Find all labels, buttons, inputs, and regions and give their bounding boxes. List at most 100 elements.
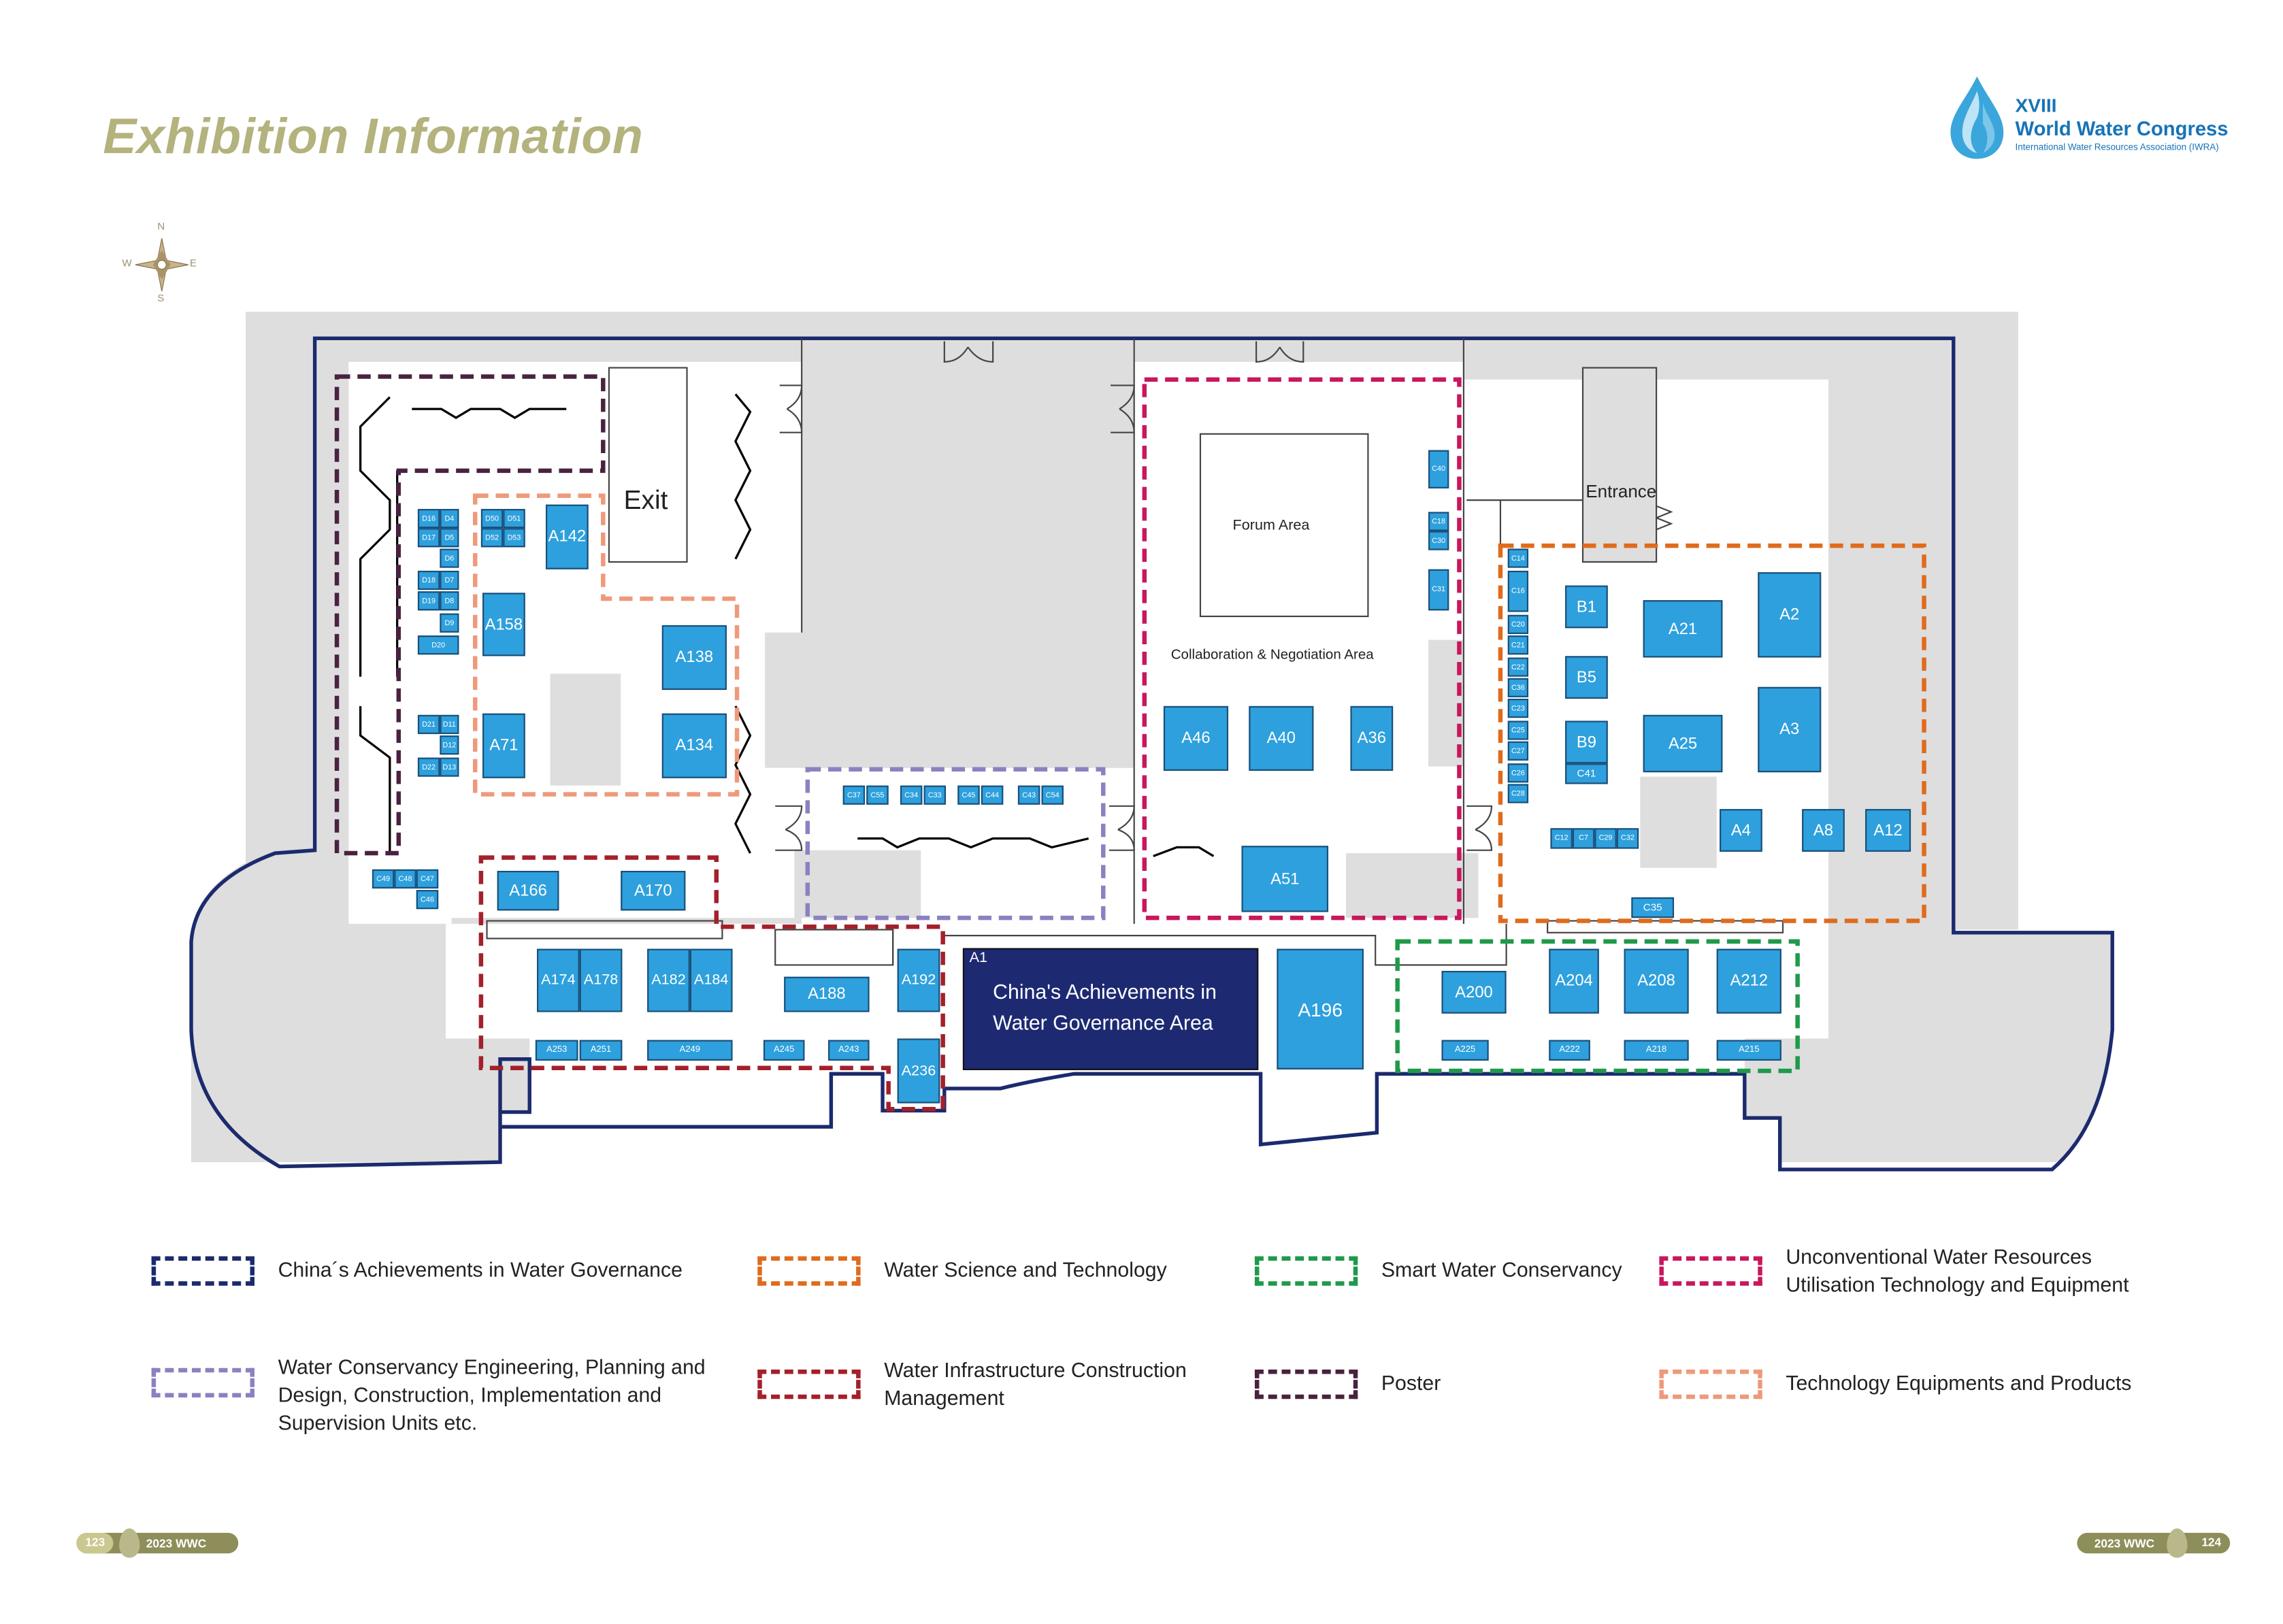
booth-a236[interactable]: A236 bbox=[897, 1038, 940, 1104]
booth-c27[interactable]: C27 bbox=[1507, 741, 1529, 761]
booth-d4[interactable]: D4 bbox=[440, 509, 459, 529]
booth-a170[interactable]: A170 bbox=[621, 870, 686, 911]
booth-a192[interactable]: A192 bbox=[897, 948, 940, 1012]
booth-a158[interactable]: A158 bbox=[482, 593, 525, 657]
booth-c32[interactable]: C32 bbox=[1616, 828, 1639, 849]
booth-a166[interactable]: A166 bbox=[497, 870, 559, 911]
booth-a25[interactable]: A25 bbox=[1643, 714, 1723, 773]
booth-a182[interactable]: A182 bbox=[647, 948, 690, 1012]
booth-c54[interactable]: C54 bbox=[1041, 785, 1064, 805]
booth-c55[interactable]: C55 bbox=[866, 785, 889, 805]
booth-a71[interactable]: A71 bbox=[482, 713, 525, 778]
booth-d20[interactable]: D20 bbox=[417, 635, 459, 655]
booth-c47[interactable]: C47 bbox=[416, 869, 439, 889]
booth-d17[interactable]: D17 bbox=[417, 528, 440, 548]
booth-c14[interactable]: C14 bbox=[1507, 548, 1529, 568]
footer-left: 123 2023 WWC bbox=[76, 1528, 239, 1558]
booth-d11[interactable]: D11 bbox=[440, 714, 459, 734]
booth-a200[interactable]: A200 bbox=[1441, 971, 1507, 1014]
booth-c22[interactable]: C22 bbox=[1507, 657, 1529, 677]
booth-c41[interactable]: C41 bbox=[1565, 763, 1608, 784]
booth-a178[interactable]: A178 bbox=[579, 948, 623, 1012]
booth-c20[interactable]: C20 bbox=[1507, 614, 1529, 634]
booth-d13[interactable]: D13 bbox=[440, 757, 459, 777]
booth-c28[interactable]: C28 bbox=[1507, 784, 1529, 803]
booth-a174[interactable]: A174 bbox=[537, 948, 580, 1012]
booth-a222[interactable]: A222 bbox=[1549, 1040, 1590, 1061]
booth-d7[interactable]: D7 bbox=[440, 570, 459, 591]
booth-c44[interactable]: C44 bbox=[981, 785, 1004, 805]
booth-a36[interactable]: A36 bbox=[1350, 706, 1394, 771]
booth-c26[interactable]: C26 bbox=[1507, 763, 1529, 783]
booth-c7[interactable]: C7 bbox=[1572, 828, 1595, 849]
booth-a253[interactable]: A253 bbox=[535, 1040, 578, 1061]
leaf-icon bbox=[2166, 1528, 2187, 1558]
booth-a8[interactable]: A8 bbox=[1802, 809, 1845, 852]
booth-d9[interactable]: D9 bbox=[440, 613, 459, 633]
booth-d51[interactable]: D51 bbox=[503, 509, 525, 529]
booth-a46[interactable]: A46 bbox=[1163, 706, 1229, 771]
booth-c34[interactable]: C34 bbox=[900, 785, 923, 805]
booth-a12[interactable]: A12 bbox=[1865, 809, 1911, 852]
booth-d5[interactable]: D5 bbox=[440, 528, 459, 548]
booth-a4[interactable]: A4 bbox=[1720, 809, 1762, 852]
booth-c49[interactable]: C49 bbox=[372, 869, 395, 889]
booth-c30[interactable]: C30 bbox=[1428, 531, 1449, 550]
booth-d12[interactable]: D12 bbox=[440, 735, 459, 755]
booth-c43[interactable]: C43 bbox=[1017, 785, 1040, 805]
booth-a184[interactable]: A184 bbox=[689, 948, 733, 1012]
booth-a251[interactable]: A251 bbox=[579, 1040, 623, 1061]
booth-a196[interactable]: A196 bbox=[1277, 948, 1364, 1070]
booth-a245[interactable]: A245 bbox=[763, 1040, 805, 1061]
booth-b1[interactable]: B1 bbox=[1565, 585, 1608, 629]
booth-a243[interactable]: A243 bbox=[828, 1040, 870, 1061]
booth-a215[interactable]: A215 bbox=[1716, 1040, 1781, 1061]
booth-c25[interactable]: C25 bbox=[1507, 720, 1529, 740]
booth-a40[interactable]: A40 bbox=[1249, 706, 1314, 771]
compass-south: S bbox=[157, 294, 165, 305]
booth-a204[interactable]: A204 bbox=[1549, 948, 1599, 1014]
booth-a218[interactable]: A218 bbox=[1624, 1040, 1689, 1061]
booth-a134[interactable]: A134 bbox=[661, 713, 727, 778]
booth-d16[interactable]: D16 bbox=[417, 509, 440, 529]
booth-a51[interactable]: A51 bbox=[1241, 846, 1329, 912]
booth-a138[interactable]: A138 bbox=[661, 625, 727, 691]
booth-c48[interactable]: C48 bbox=[394, 869, 416, 889]
booth-c35[interactable]: C35 bbox=[1631, 897, 1675, 918]
booth-a212[interactable]: A212 bbox=[1716, 948, 1781, 1014]
booth-a188[interactable]: A188 bbox=[784, 976, 870, 1012]
booth-c40[interactable]: C40 bbox=[1428, 450, 1449, 488]
booth-d6[interactable]: D6 bbox=[440, 548, 459, 568]
booth-c37[interactable]: C37 bbox=[842, 785, 866, 805]
booth-a249[interactable]: A249 bbox=[647, 1040, 733, 1061]
booth-c18[interactable]: C18 bbox=[1428, 512, 1449, 531]
booth-c21[interactable]: C21 bbox=[1507, 635, 1529, 655]
booth-c12[interactable]: C12 bbox=[1550, 828, 1573, 849]
booth-a2[interactable]: A2 bbox=[1758, 572, 1822, 658]
booth-b9[interactable]: B9 bbox=[1565, 720, 1608, 764]
booth-b5[interactable]: B5 bbox=[1565, 656, 1608, 699]
booth-c33[interactable]: C33 bbox=[923, 785, 946, 805]
booth-c23[interactable]: C23 bbox=[1507, 699, 1529, 718]
booth-a225[interactable]: A225 bbox=[1441, 1040, 1489, 1061]
booth-d52[interactable]: D52 bbox=[480, 528, 504, 548]
booth-d53[interactable]: D53 bbox=[503, 528, 525, 548]
booth-d19[interactable]: D19 bbox=[417, 591, 440, 611]
booth-a3[interactable]: A3 bbox=[1758, 686, 1822, 773]
booth-d21[interactable]: D21 bbox=[417, 714, 440, 734]
hall-interior-west bbox=[348, 361, 802, 918]
booth-a21[interactable]: A21 bbox=[1643, 600, 1723, 658]
booth-c29[interactable]: C29 bbox=[1594, 828, 1617, 849]
booth-c36[interactable]: C36 bbox=[1507, 678, 1529, 697]
booth-d18[interactable]: D18 bbox=[417, 570, 440, 591]
booth-d50[interactable]: D50 bbox=[480, 509, 504, 529]
legend-swatch bbox=[1659, 1256, 1762, 1286]
booth-a142[interactable]: A142 bbox=[545, 504, 589, 569]
booth-d22[interactable]: D22 bbox=[417, 757, 440, 777]
booth-d8[interactable]: D8 bbox=[440, 591, 459, 611]
booth-c45[interactable]: C45 bbox=[957, 785, 980, 805]
booth-a208[interactable]: A208 bbox=[1624, 948, 1689, 1014]
booth-c16[interactable]: C16 bbox=[1507, 570, 1529, 612]
booth-c46[interactable]: C46 bbox=[416, 890, 439, 910]
booth-c31[interactable]: C31 bbox=[1428, 569, 1449, 611]
